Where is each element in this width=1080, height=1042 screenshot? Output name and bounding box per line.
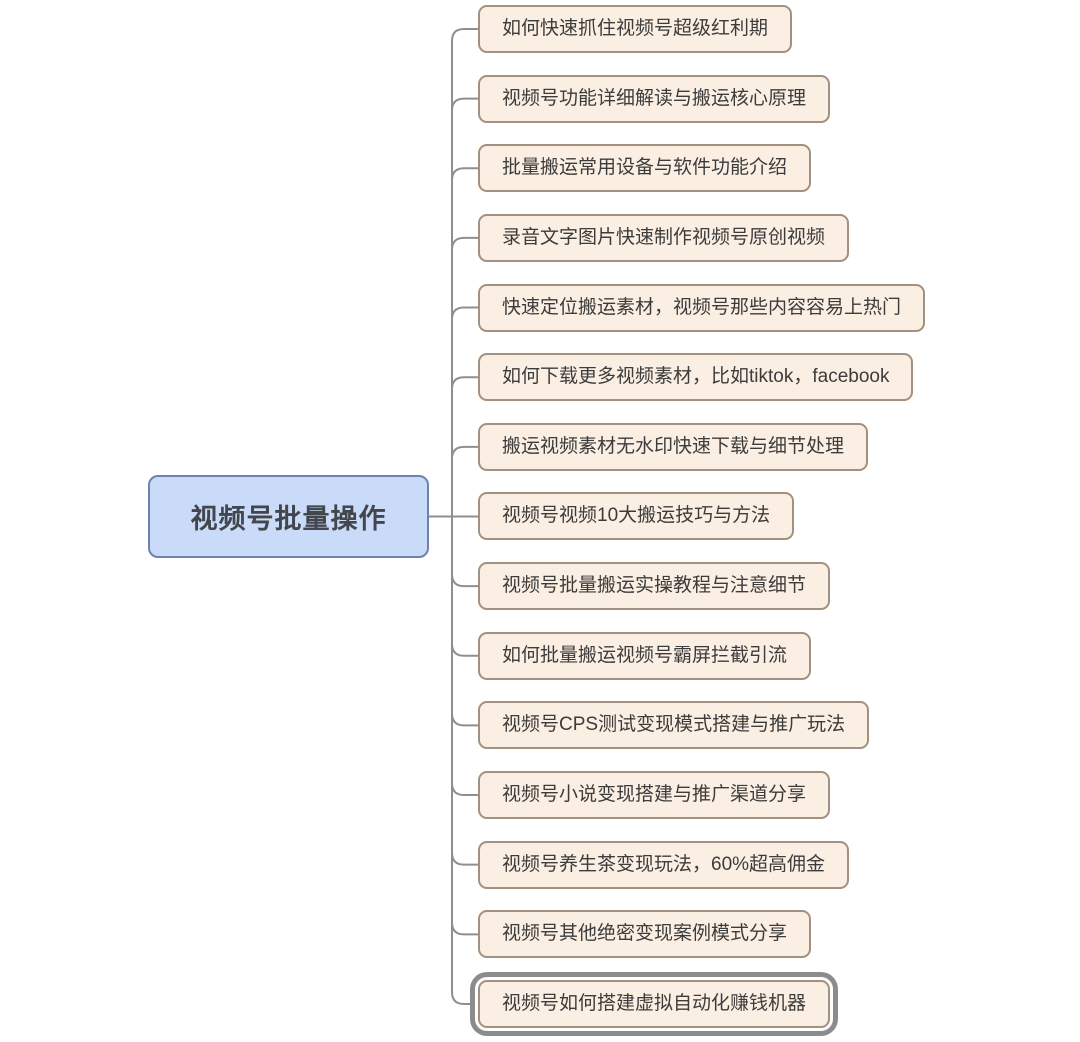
topic-node-1[interactable]: 如何快速抓住视频号超级红利期 bbox=[478, 5, 793, 53]
topic-node-15[interactable]: 视频号如何搭建虚拟自动化赚钱机器 bbox=[478, 979, 831, 1028]
topic-node-5[interactable]: 快速定位搬运素材，视频号那些内容容易上热门 bbox=[478, 283, 926, 332]
topic-node-9[interactable]: 视频号批量搬运实操教程与注意细节 bbox=[478, 562, 831, 611]
topic-node-6[interactable]: 如何下载更多视频素材，比如tiktok，facebook bbox=[478, 353, 914, 402]
topic-node-8[interactable]: 视频号视频10大搬运技巧与方法 bbox=[478, 492, 795, 541]
root-node[interactable]: 视频号批量操作 bbox=[148, 475, 429, 558]
topic-node-7[interactable]: 搬运视频素材无水印快速下载与细节处理 bbox=[478, 422, 869, 471]
topic-node-3[interactable]: 批量搬运常用设备与软件功能介绍 bbox=[478, 144, 812, 193]
topic-node-10[interactable]: 如何批量搬运视频号霸屏拦截引流 bbox=[478, 631, 812, 680]
topic-node-4[interactable]: 录音文字图片快速制作视频号原创视频 bbox=[478, 213, 850, 262]
topic-node-14[interactable]: 视频号其他绝密变现案例模式分享 bbox=[478, 910, 812, 959]
topic-node-13[interactable]: 视频号养生茶变现玩法，60%超高佣金 bbox=[478, 840, 850, 889]
topic-node-12[interactable]: 视频号小说变现搭建与推广渠道分享 bbox=[478, 771, 831, 820]
topic-node-2[interactable]: 视频号功能详细解读与搬运核心原理 bbox=[478, 74, 831, 123]
topic-node-11[interactable]: 视频号CPS测试变现模式搭建与推广玩法 bbox=[478, 701, 870, 750]
